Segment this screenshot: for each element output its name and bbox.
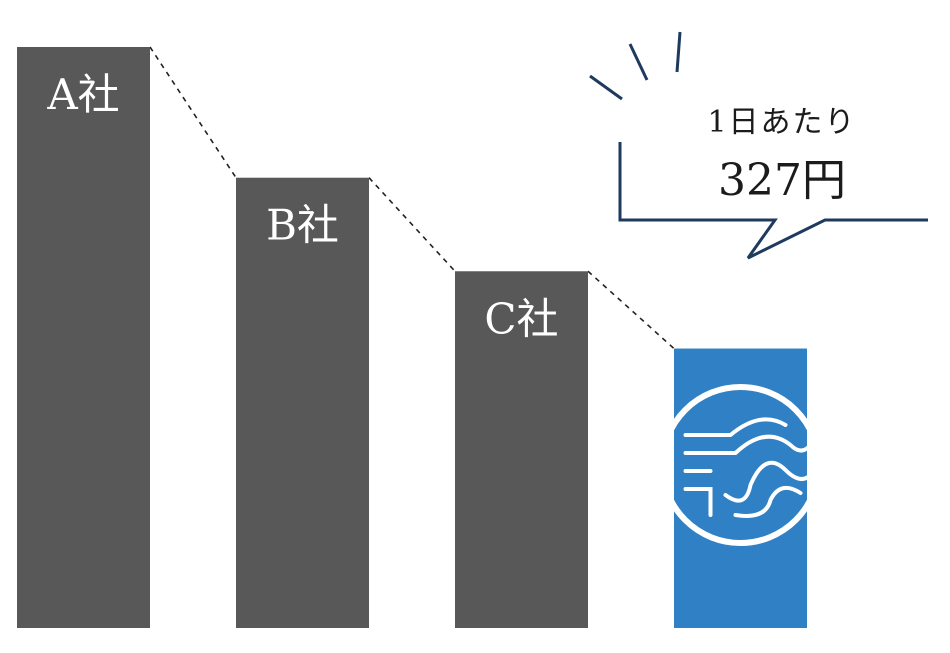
connector-line bbox=[149, 46, 237, 179]
wave-logo-icon bbox=[659, 384, 822, 546]
logo-wave-stroke bbox=[683, 469, 713, 517]
burst-line bbox=[589, 74, 623, 101]
bar-2 bbox=[455, 271, 588, 628]
bar-label-2: C社 bbox=[484, 294, 558, 343]
bars bbox=[17, 47, 807, 628]
logo-wave-stroke bbox=[723, 460, 813, 503]
connector-line bbox=[587, 270, 675, 350]
callout-price-value: 327円 bbox=[718, 155, 846, 206]
price-callout: 1日あたり 327円 bbox=[589, 31, 928, 260]
bar-0 bbox=[17, 47, 150, 628]
bar-1 bbox=[236, 177, 369, 628]
callout-per-day-label: 1日あたり bbox=[707, 105, 856, 140]
burst-line bbox=[628, 43, 649, 81]
logo-wave-stroke bbox=[683, 417, 788, 437]
bar-label-1: B社 bbox=[266, 201, 339, 250]
burst-line bbox=[675, 31, 682, 73]
connector-line bbox=[368, 177, 456, 272]
logo-wave-stroke bbox=[683, 434, 811, 455]
trend-connectors bbox=[149, 46, 675, 350]
callout-bubble bbox=[618, 142, 928, 260]
bar-labels: A社 B社 C社 bbox=[46, 70, 558, 343]
logo-wave-stroke bbox=[733, 485, 803, 518]
bar-label-0: A社 bbox=[46, 70, 119, 119]
